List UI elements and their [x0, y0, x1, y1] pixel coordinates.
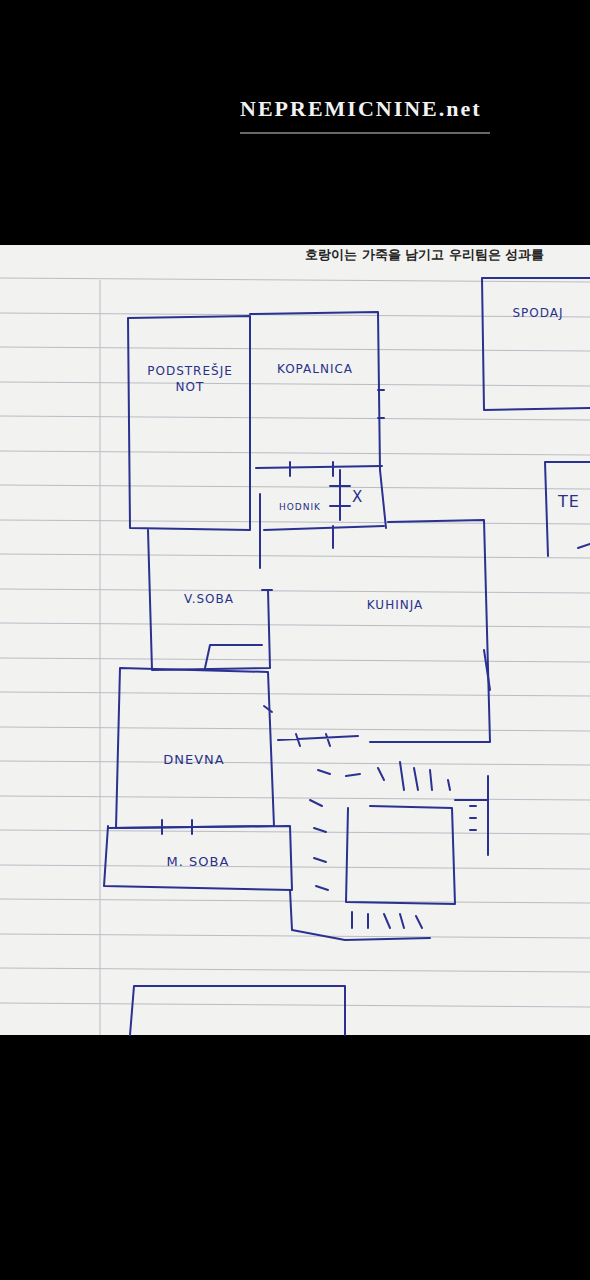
- room-box: TE: [550, 484, 588, 520]
- room-box: DNEVNA: [124, 740, 264, 780]
- room-box: SPODAJ: [488, 296, 588, 332]
- room-label: KOPALNICA: [277, 362, 353, 378]
- room-box: V.SOBA: [156, 580, 262, 620]
- room-label: V.SOBA: [184, 592, 234, 608]
- printed-header: 호랑이는 가죽을 남기고 우리팀은 성과를: [305, 246, 544, 264]
- room-label: KUHINJA: [367, 598, 423, 614]
- room-label: PODSTREŠJE NOT: [136, 364, 244, 395]
- ruled-line: [0, 485, 590, 489]
- door-mark: X: [352, 488, 362, 506]
- ruled-line: [0, 1003, 590, 1007]
- ruled-line: [0, 382, 590, 386]
- room-box: HODNIK: [264, 494, 336, 522]
- room-label: SPODAJ: [512, 306, 563, 322]
- ruled-line: [0, 865, 590, 869]
- ruled-line: [0, 347, 590, 351]
- room-label: DNEVNA: [163, 752, 224, 769]
- ruled-line: [0, 934, 590, 938]
- ruled-line: [0, 761, 590, 765]
- ruled-line: [0, 968, 590, 972]
- ruled-line: [0, 658, 590, 662]
- room-box: M. SOBA: [112, 846, 284, 878]
- room-box: KOPALNICA: [256, 340, 374, 400]
- ruled-line: [0, 416, 590, 420]
- ruled-line: [0, 451, 590, 455]
- room-box: KUHINJA: [320, 586, 470, 626]
- room-label: TE: [558, 492, 580, 513]
- watermark: NEPREMICNINE.net: [240, 96, 482, 122]
- ruled-line: [0, 520, 590, 524]
- ruled-line: [0, 589, 590, 593]
- room-label: M. SOBA: [167, 854, 230, 871]
- ruled-line: [0, 623, 590, 627]
- room-box: PODSTREŠJE NOT: [134, 340, 246, 420]
- ruled-line: [0, 692, 590, 696]
- ruled-line: [0, 830, 590, 834]
- ruled-line: [0, 554, 590, 558]
- ruled-line: [0, 727, 590, 731]
- ruled-line: [0, 796, 590, 800]
- ruled-line: [0, 899, 590, 903]
- room-label: HODNIK: [279, 502, 321, 514]
